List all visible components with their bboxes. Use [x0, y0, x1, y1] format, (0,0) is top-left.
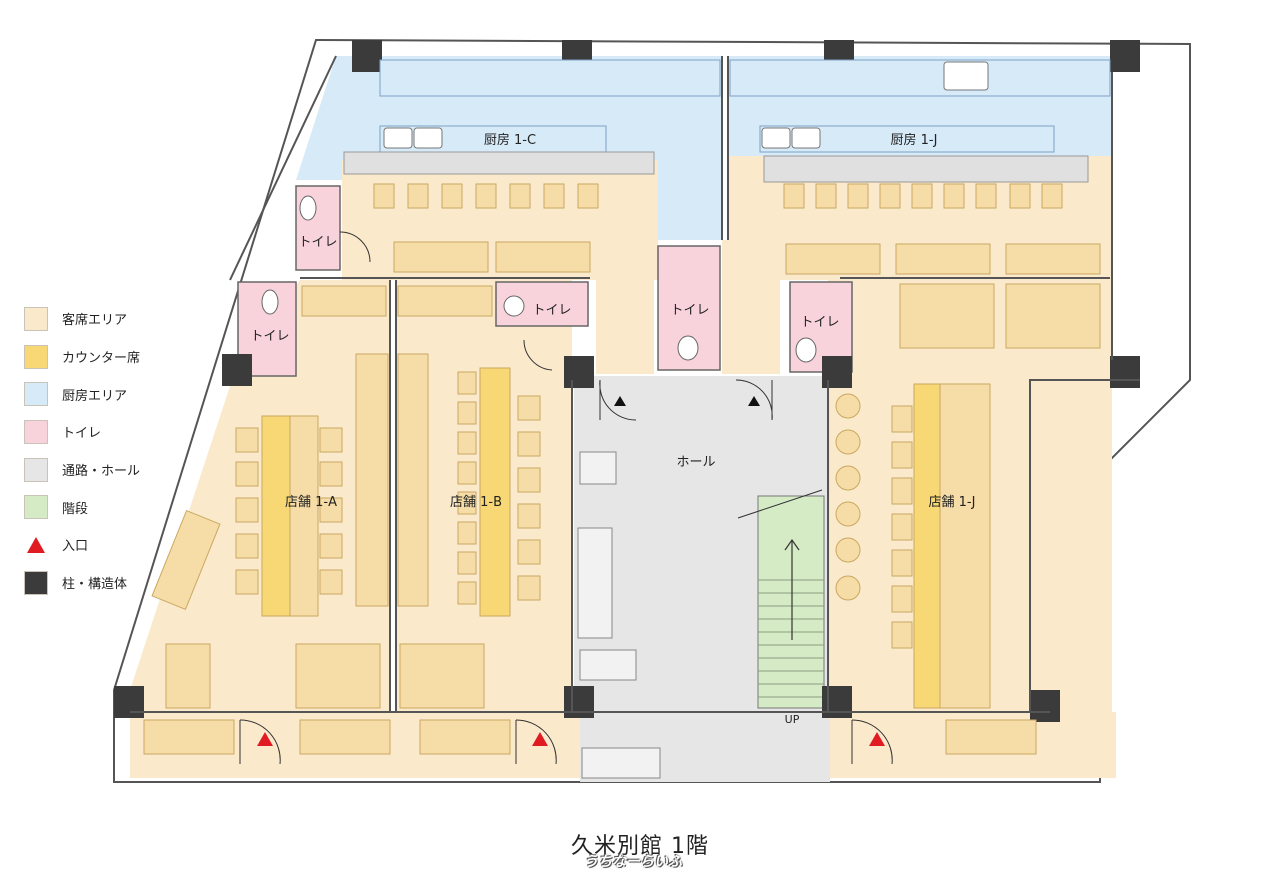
legend-swatch-hall: [24, 457, 48, 482]
kitchen-1j-label: 厨房 1-J: [891, 132, 938, 148]
toilet-label-3: トイレ: [532, 303, 571, 318]
counters: [261, 59, 1111, 709]
doors: [239, 231, 893, 765]
stairs: [737, 489, 825, 709]
legend-label-hall: 通路・ホール: [62, 464, 141, 480]
watermark: うちなーらいふ: [584, 854, 682, 870]
room-labels: 厨房 1-C 厨房 1-J トイレ トイレ トイレ トイレ トイレ ホール 店舗…: [250, 132, 975, 726]
legend-label-kitchen: 厨房エリア: [62, 388, 128, 404]
legend-item-entrance: 入口: [24, 526, 224, 564]
legend-swatch-seating: [24, 306, 48, 331]
kitchen-1c-label: 厨房 1-C: [484, 132, 536, 148]
legend-swatch-toilet: [24, 419, 48, 444]
hall-fixtures: [577, 451, 661, 779]
toilet-label-5: トイレ: [800, 315, 839, 330]
legend-item-hall: 通路・ホール: [24, 451, 224, 489]
door-markers: [614, 396, 760, 406]
toilets: [237, 185, 853, 377]
legend: 客席エリア カウンター席 厨房エリア トイレ 通路・ホール 階段 入口 柱・構造…: [24, 300, 224, 602]
legend-label-counter: カウンター席: [62, 351, 141, 367]
legend-item-kitchen: 厨房エリア: [24, 375, 224, 413]
legend-item-stairs: 階段: [24, 488, 224, 526]
legend-item-seating: 客席エリア: [24, 300, 224, 338]
plan-title: 久米別館 1階: [571, 834, 709, 859]
entrance-markers: [257, 732, 885, 746]
toilet-label-2: トイレ: [250, 329, 289, 344]
legend-label-pillar: 柱・構造体: [62, 577, 128, 593]
shop-1a-label: 店舗 1-A: [285, 495, 337, 510]
legend-swatch-counter: [24, 344, 48, 369]
legend-item-toilet: トイレ: [24, 413, 224, 451]
legend-label-entrance: 入口: [62, 539, 89, 555]
hall-label: ホール: [676, 455, 715, 470]
walls: [130, 55, 1140, 713]
toilet-label-1: トイレ: [298, 235, 337, 250]
legend-swatch-pillar: [24, 570, 48, 595]
stairs-up-label: UP: [785, 713, 800, 726]
sinks: [383, 61, 989, 149]
legend-item-pillar: 柱・構造体: [24, 564, 224, 602]
legend-label-toilet: トイレ: [62, 426, 102, 442]
toilet-label-4: トイレ: [670, 303, 709, 318]
legend-swatch-stairs: [24, 495, 48, 520]
legend-item-counter: カウンター席: [24, 338, 224, 376]
stools: [835, 393, 861, 601]
legend-label-seating: 客席エリア: [62, 313, 128, 329]
toilet-bowls: [261, 195, 817, 363]
shop-1j-label: 店舗 1-J: [929, 495, 976, 510]
legend-label-stairs: 階段: [62, 501, 89, 517]
shop-1b-label: 店舗 1-B: [450, 495, 502, 510]
tables: [143, 183, 1101, 755]
legend-swatch-kitchen: [24, 382, 48, 407]
entrance-triangle-icon: [24, 533, 48, 557]
